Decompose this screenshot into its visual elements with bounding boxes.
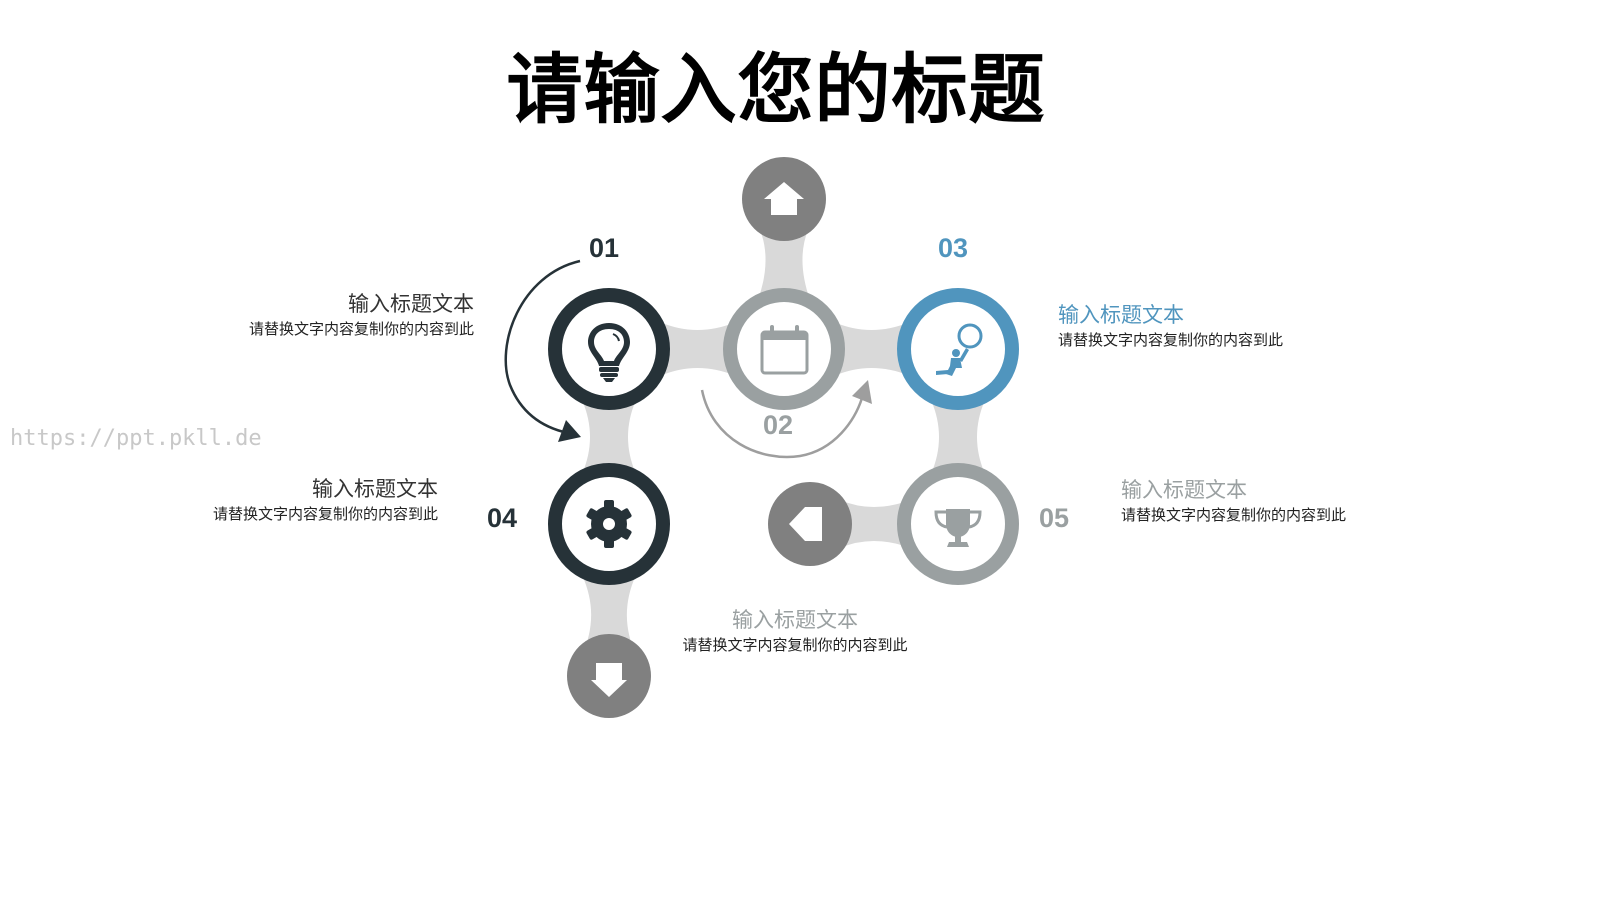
step-number-02: 02 <box>763 410 794 440</box>
step-number-03: 03 <box>938 233 969 263</box>
gear-icon <box>586 500 632 548</box>
watermark: https://ppt.pkll.de <box>10 426 262 451</box>
step-circle-04[interactable] <box>548 463 670 585</box>
step-number-01: 01 <box>589 233 620 263</box>
lightbulb-icon <box>588 323 630 382</box>
text-block-01: 输入标题文本 请替换文字内容复制你的内容到此 <box>180 290 474 340</box>
step-circle-05[interactable] <box>897 463 1019 585</box>
step-desc-02: 请替换文字内容复制你的内容到此 <box>682 636 908 654</box>
step-title-03: 输入标题文本 <box>1058 303 1184 327</box>
step-title-04: 输入标题文本 <box>312 477 438 501</box>
text-block-05: 输入标题文本 请替换文字内容复制你的内容到此 <box>1121 476 1421 526</box>
text-block-03: 输入标题文本 请替换文字内容复制你的内容到此 <box>1058 301 1358 351</box>
next-down-button[interactable] <box>567 634 651 718</box>
step-desc-03: 请替换文字内容复制你的内容到此 <box>1058 331 1284 349</box>
connectors <box>582 230 985 645</box>
trophy-icon <box>934 509 982 547</box>
step-title-05: 输入标题文本 <box>1121 478 1247 502</box>
step-desc-04: 请替换文字内容复制你的内容到此 <box>212 505 438 523</box>
step-desc-05: 请替换文字内容复制你的内容到此 <box>1121 506 1347 524</box>
step-circle-02[interactable] <box>723 288 845 410</box>
step-circle-03[interactable] <box>897 288 1019 410</box>
text-block-04: 输入标题文本 请替换文字内容复制你的内容到此 <box>140 475 438 525</box>
prev-button[interactable] <box>768 482 852 566</box>
arrow-down-icon <box>591 663 627 697</box>
home-icon <box>764 182 804 215</box>
arrow-left-icon <box>789 507 822 541</box>
step-desc-01: 请替换文字内容复制你的内容到此 <box>248 320 474 338</box>
step-title-01: 输入标题文本 <box>348 292 474 316</box>
magnifier-person-icon <box>936 323 983 376</box>
curved-arrow-02 <box>700 380 872 459</box>
text-block-02: 输入标题文本 请替换文字内容复制你的内容到此 <box>660 606 930 656</box>
step-number-05: 05 <box>1039 503 1070 533</box>
step-title-02: 输入标题文本 <box>732 608 858 632</box>
home-button[interactable] <box>742 157 826 241</box>
step-circle-01[interactable] <box>548 288 670 410</box>
calendar-icon <box>760 325 809 375</box>
step-number-04: 04 <box>487 503 518 533</box>
curved-arrow-01 <box>504 259 581 442</box>
page-title: 请输入您的标题 <box>506 45 1046 134</box>
